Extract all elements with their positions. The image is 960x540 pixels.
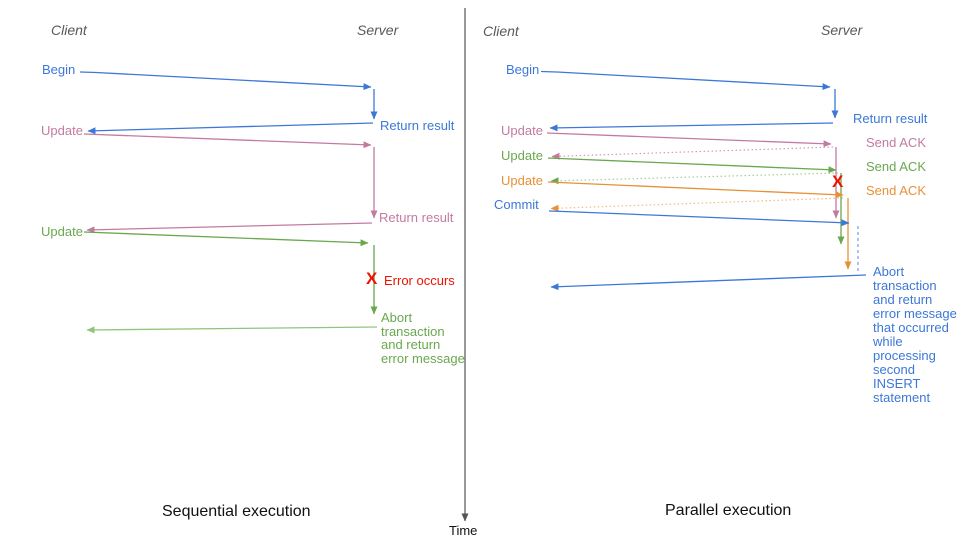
par-update-2-label: Update (501, 148, 543, 163)
seq-return-result-2-label: Return result (379, 210, 454, 225)
par-begin-return-arrow (549, 122, 834, 132)
par-commit-label: Commit (494, 197, 539, 212)
par-abort-return-arrow (550, 274, 867, 291)
par-update3-flow (547, 181, 852, 270)
par-update2-ack-dotted-arrow (550, 172, 839, 185)
par-begin-label: Begin (506, 62, 540, 77)
seq-begin-return-arrow (87, 122, 374, 135)
seq-update-2-label: Update (41, 224, 83, 239)
seq-error-x-icon: X (366, 269, 378, 288)
par-update-3-label: Update (501, 173, 543, 188)
par-update3-request-arrow (547, 181, 844, 199)
par-update1-ack-dotted-arrow (551, 146, 834, 160)
time-axis-label: Time (449, 523, 478, 538)
seq-update-1-label: Update (41, 123, 83, 138)
seq-error-occurs-label: Error occurs (384, 273, 455, 288)
seq-abort-return-arrow (86, 326, 378, 334)
par-update2-request-arrow (547, 157, 837, 174)
seq-begin-request-arrow (79, 71, 372, 91)
seq-caption: Sequential execution (162, 503, 311, 520)
seq-begin-label: Begin (42, 62, 76, 77)
par-caption: Parallel execution (665, 502, 792, 519)
par-update1-flow (546, 132, 840, 219)
seq-update1-request-arrow (83, 133, 372, 149)
par-begin-request-arrow (540, 70, 831, 91)
par-send-ack-3-label: Send ACK (866, 183, 926, 198)
par-client-header: Client (483, 23, 519, 39)
par-update3-ack-dotted-arrow (550, 197, 844, 212)
par-begin-flow (540, 70, 839, 132)
par-send-ack-1-label: Send ACK (866, 135, 926, 150)
seq-update1-return-arrow (86, 222, 373, 234)
par-update2-flow (547, 157, 845, 245)
par-update-1-label: Update (501, 123, 543, 138)
par-server-header: Server (821, 22, 863, 38)
par-commit-flow (548, 210, 867, 291)
par-update1-request-arrow (546, 132, 832, 148)
par-send-ack-2-label: Send ACK (866, 159, 926, 174)
seq-update2-flow (83, 231, 378, 334)
par-error-x-icon: X (832, 172, 844, 191)
seq-begin-flow (79, 71, 378, 135)
seq-abort-note: Abort transaction and return error messa… (381, 310, 465, 366)
par-commit-request-arrow (548, 210, 850, 227)
seq-server-header: Server (357, 22, 399, 38)
par-abort-note: Abort transaction and return error messa… (873, 264, 957, 405)
seq-client-header: Client (51, 22, 87, 38)
seq-update2-request-arrow (83, 231, 369, 247)
seq-return-result-1-label: Return result (380, 118, 455, 133)
par-return-result-label: Return result (853, 111, 928, 126)
seq-update1-flow (83, 133, 378, 234)
